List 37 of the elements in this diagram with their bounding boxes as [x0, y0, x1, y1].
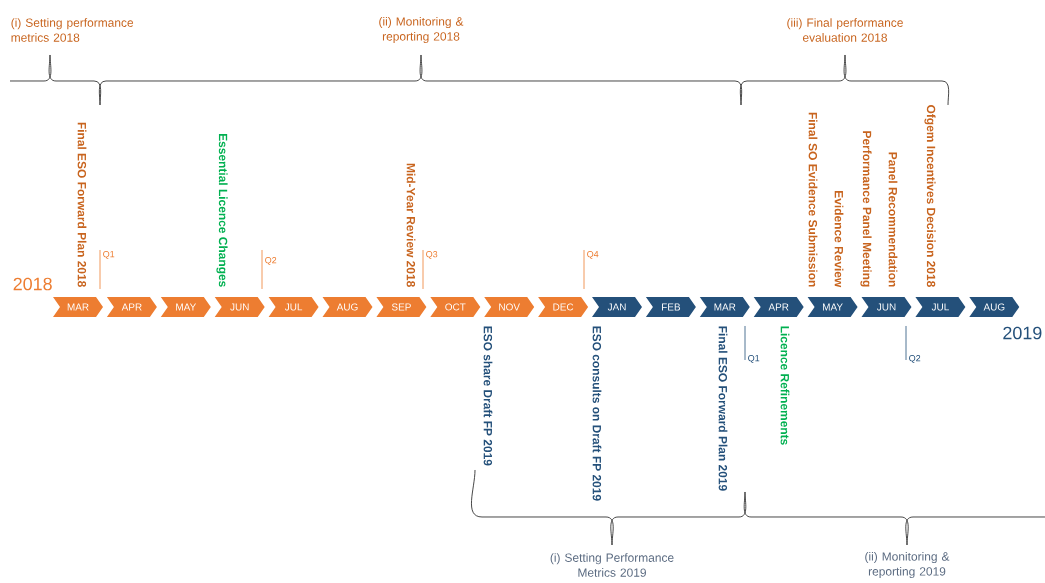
milestone-label: Final SO Evidence Submission	[808, 112, 818, 287]
month-segment: MAR	[53, 297, 103, 317]
milestone-label: Performance Panel Meeting	[860, 131, 872, 287]
month-segment: JUN	[214, 297, 265, 317]
year-label: 2018	[13, 277, 52, 291]
month-segment: MAY	[160, 297, 211, 317]
milestone-label: Final ESO Forward Plan 2018	[77, 122, 87, 287]
milestone-label: Evidence Review	[834, 191, 844, 288]
month-segment: MAR	[699, 297, 750, 317]
phase-heading: (i) Setting Performance Metrics 2019	[550, 553, 674, 577]
phase-heading: (iii) Final performance evaluation 2018	[787, 18, 903, 42]
month-segment: JAN	[592, 297, 642, 317]
milestone-label: Licence Refinements	[780, 326, 790, 445]
milestone-label: Final ESO Forward Plan 2019	[718, 326, 728, 491]
month-segment: AUG	[322, 297, 373, 317]
year-label: 2019	[1003, 326, 1042, 340]
milestone-label: Mid-Year Review 2018	[406, 163, 416, 287]
month-segment: NOV	[484, 297, 535, 317]
milestone-label: Ofgem Incentives Decision 2018	[924, 105, 936, 287]
milestone-label: Panel Recommendation	[888, 152, 898, 287]
month-segment: SEP	[376, 297, 427, 317]
phase-heading: (ii) Monitoring & reporting 2018	[379, 16, 464, 44]
month-segment: APR	[753, 297, 804, 317]
month-segment: FEB	[645, 297, 696, 317]
month-segment: OCT	[430, 297, 481, 317]
month-segment: AUG	[969, 297, 1020, 317]
milestone-label: Essential Licence Changes	[216, 133, 228, 287]
month-segment: MAY	[807, 297, 858, 317]
phase-heading: (ii) Monitoring & reporting 2019	[865, 551, 950, 579]
milestone-label: ESO consults on Draft FP 2019	[592, 326, 602, 501]
month-segment: JUN	[861, 297, 912, 317]
month-segment: APR	[106, 297, 157, 317]
month-segment: JUL	[915, 297, 966, 317]
phase-heading: (i) Setting performance metrics 2018	[11, 18, 134, 42]
month-segment: JUL	[268, 297, 319, 317]
month-segment: DEC	[538, 297, 589, 317]
milestone-label: ESO share Draft FP 2019	[483, 326, 493, 466]
